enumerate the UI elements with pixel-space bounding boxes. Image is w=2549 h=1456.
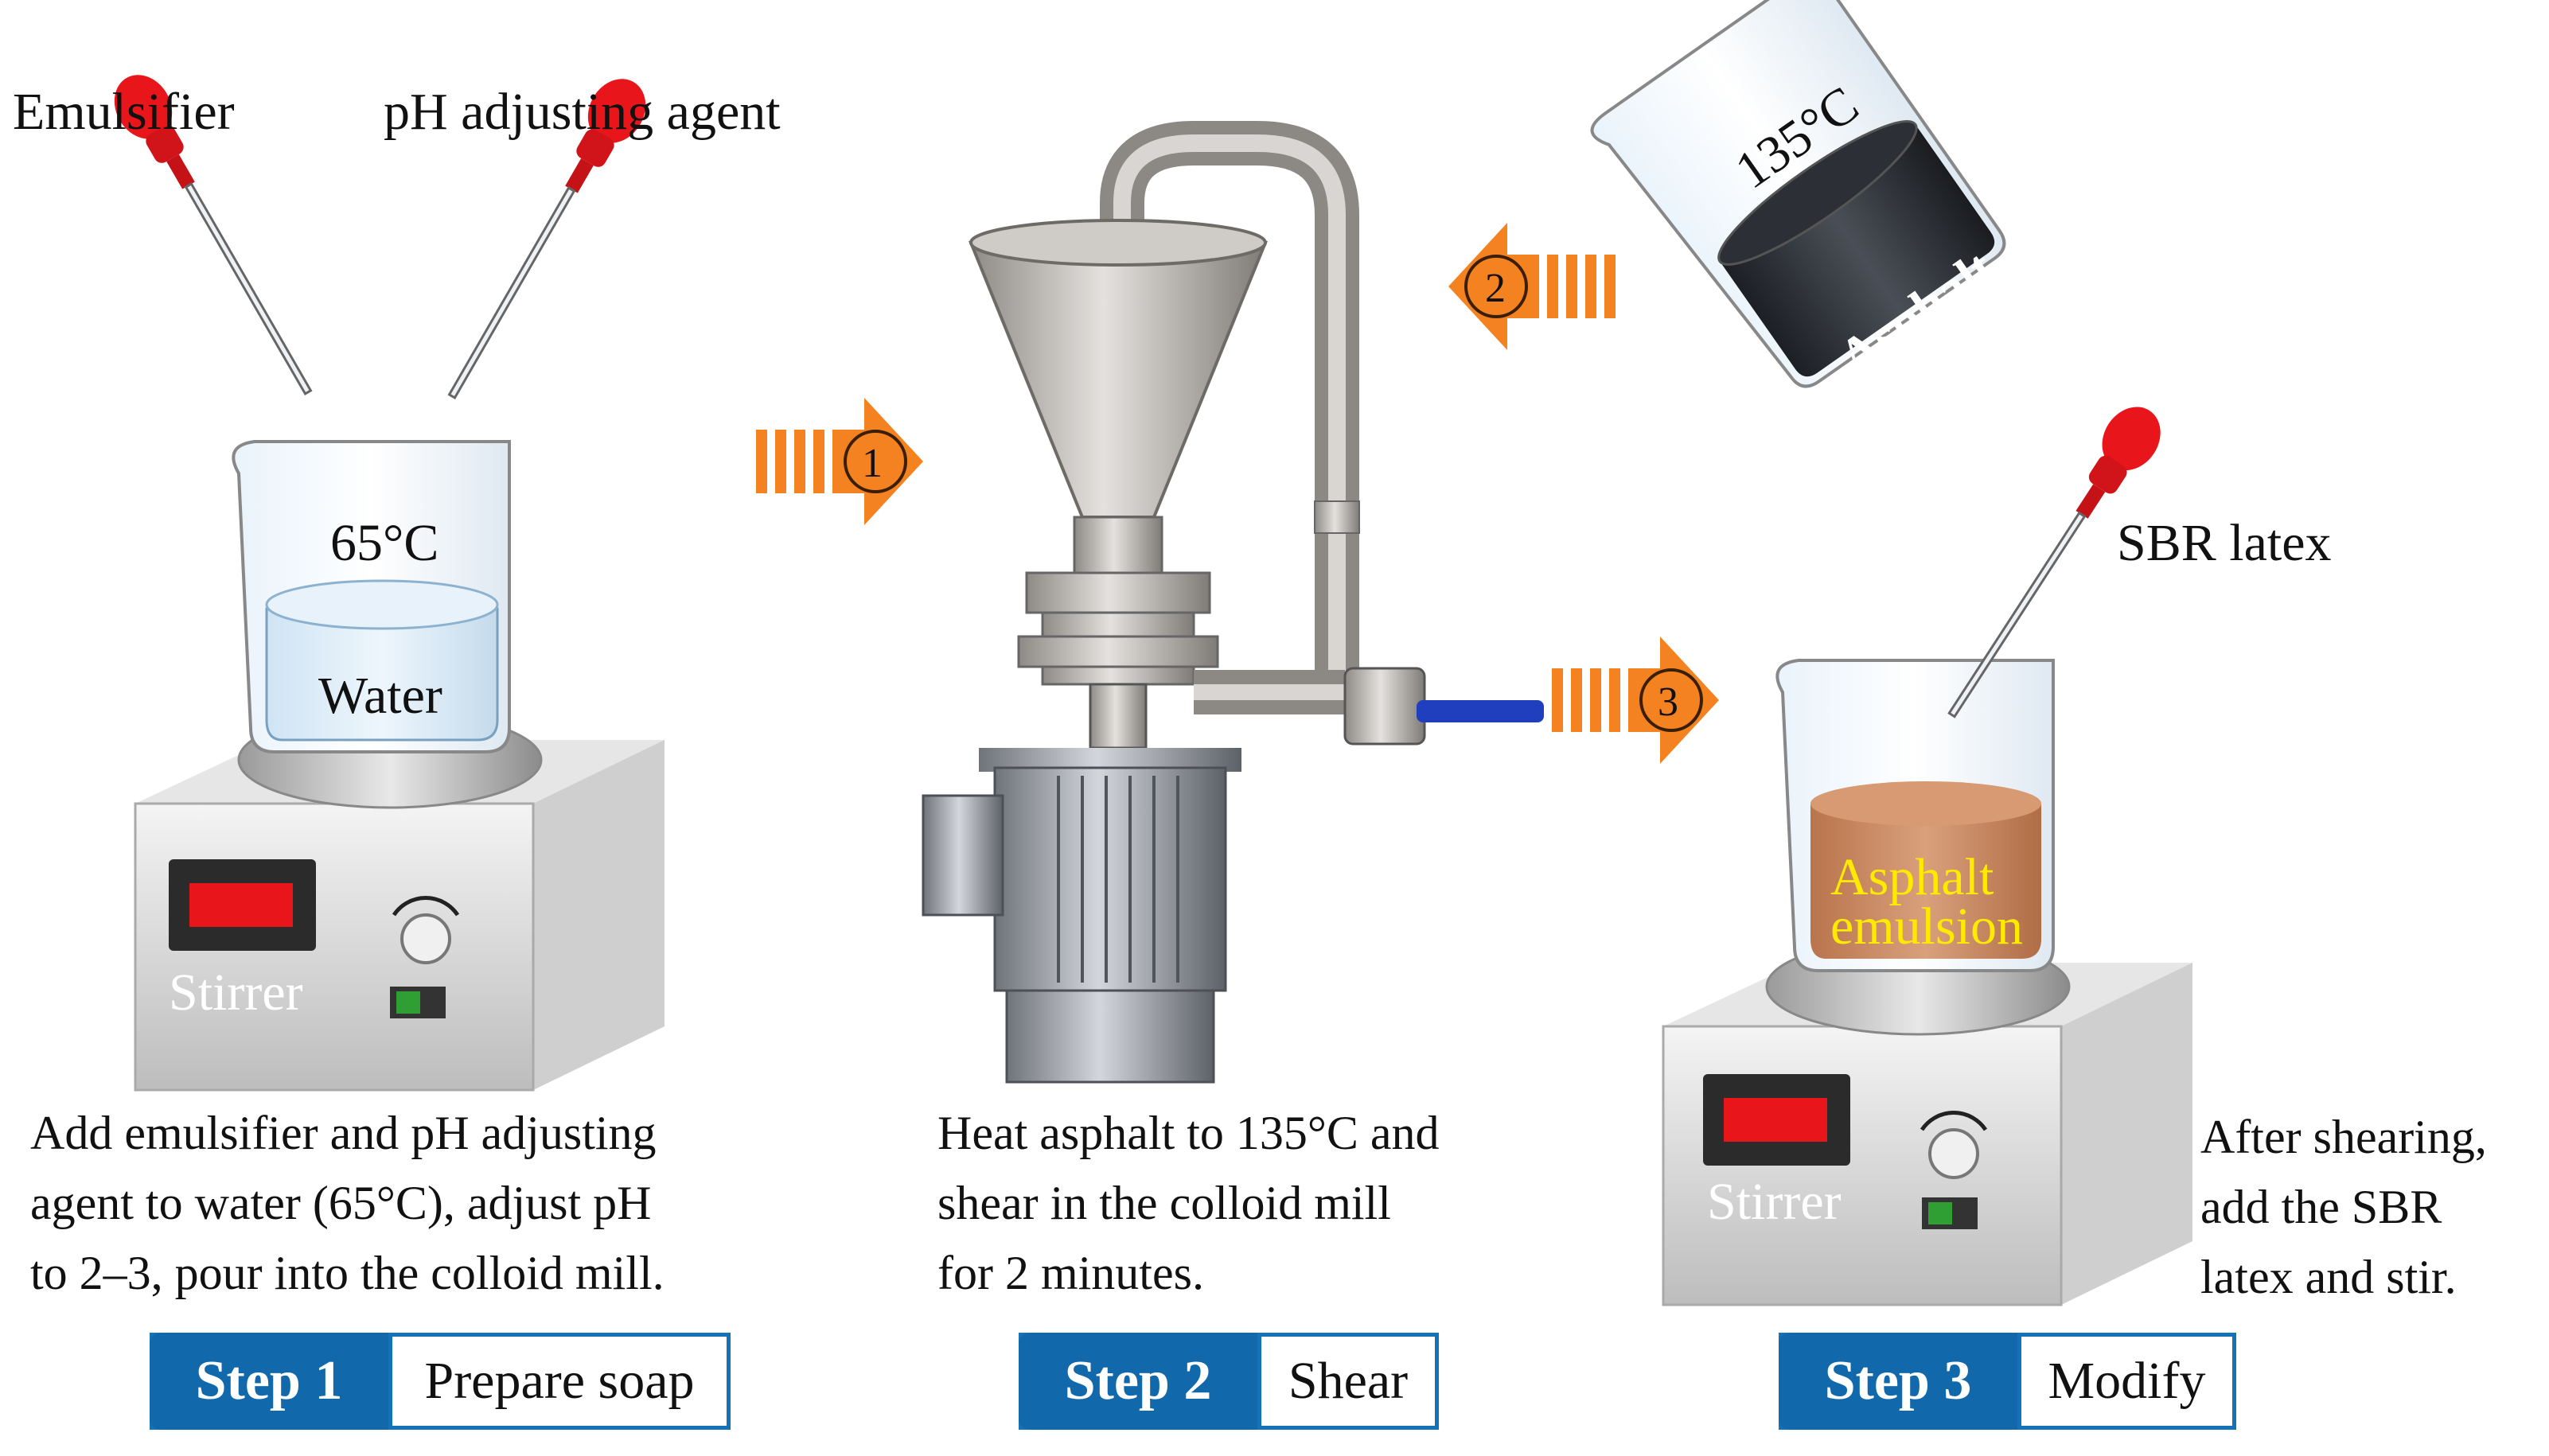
arrow-3-icon	[1550, 635, 1721, 765]
step-3-name: Modify	[2017, 1337, 2232, 1426]
step-3-badge: Step 3 Modify	[1779, 1333, 2236, 1430]
stirrer-3	[1662, 937, 2192, 1306]
valve-handle	[1417, 700, 1544, 722]
arrow-2-icon	[1447, 221, 1617, 352]
ph-agent-label: pH adjusting agent	[384, 83, 781, 141]
emulsifier-label: Emulsifier	[13, 83, 235, 141]
valve-icon	[1343, 667, 1426, 746]
step-1-badge: Step 1 Prepare soap	[150, 1333, 731, 1430]
arrow-1-icon	[754, 396, 925, 527]
step-2-number: Step 2	[1019, 1333, 1257, 1430]
step1-description: Add emulsifier and pH adjusting agent to…	[30, 1107, 665, 1299]
step-2-badge: Step 2 Shear	[1019, 1333, 1439, 1430]
water-beaker	[232, 440, 511, 753]
water-temp-label: 65°C	[330, 514, 439, 572]
knob-icon	[400, 913, 451, 964]
step-3-number: Step 3	[1779, 1333, 2017, 1430]
switch-icon	[1928, 1202, 1952, 1224]
step-1-name: Prepare soap	[388, 1337, 727, 1426]
emulsion-label-line2: emulsion	[1830, 897, 2023, 956]
emulsion-beaker	[1775, 659, 2055, 972]
arrow-1-number: 1	[862, 441, 883, 486]
step3-description: After shearing, add the SBR latex and st…	[2200, 1111, 2487, 1303]
colloid-mill	[922, 121, 1544, 1084]
stirrer-3-label: Stirrer	[1707, 1173, 1842, 1231]
step-1-number: Step 1	[150, 1333, 388, 1430]
step2-description: Heat asphalt to 135°C and shear in the c…	[937, 1107, 1440, 1299]
stirrer-1	[134, 710, 665, 1092]
sbr-label: SBR latex	[2117, 514, 2332, 572]
display-red	[189, 883, 293, 927]
water-label: Water	[318, 667, 442, 725]
asphalt-beaker	[1590, 0, 2006, 388]
knob-icon	[1928, 1128, 1979, 1179]
arrow-2-number: 2	[1485, 266, 1506, 311]
stirrer-1-label: Stirrer	[169, 964, 303, 1022]
emulsion-label-line1: Asphalt	[1830, 848, 1994, 906]
arrow-3-number: 3	[1658, 679, 1678, 725]
switch-icon	[396, 991, 420, 1014]
step-2-name: Shear	[1257, 1337, 1435, 1426]
display-red	[1724, 1098, 1827, 1142]
